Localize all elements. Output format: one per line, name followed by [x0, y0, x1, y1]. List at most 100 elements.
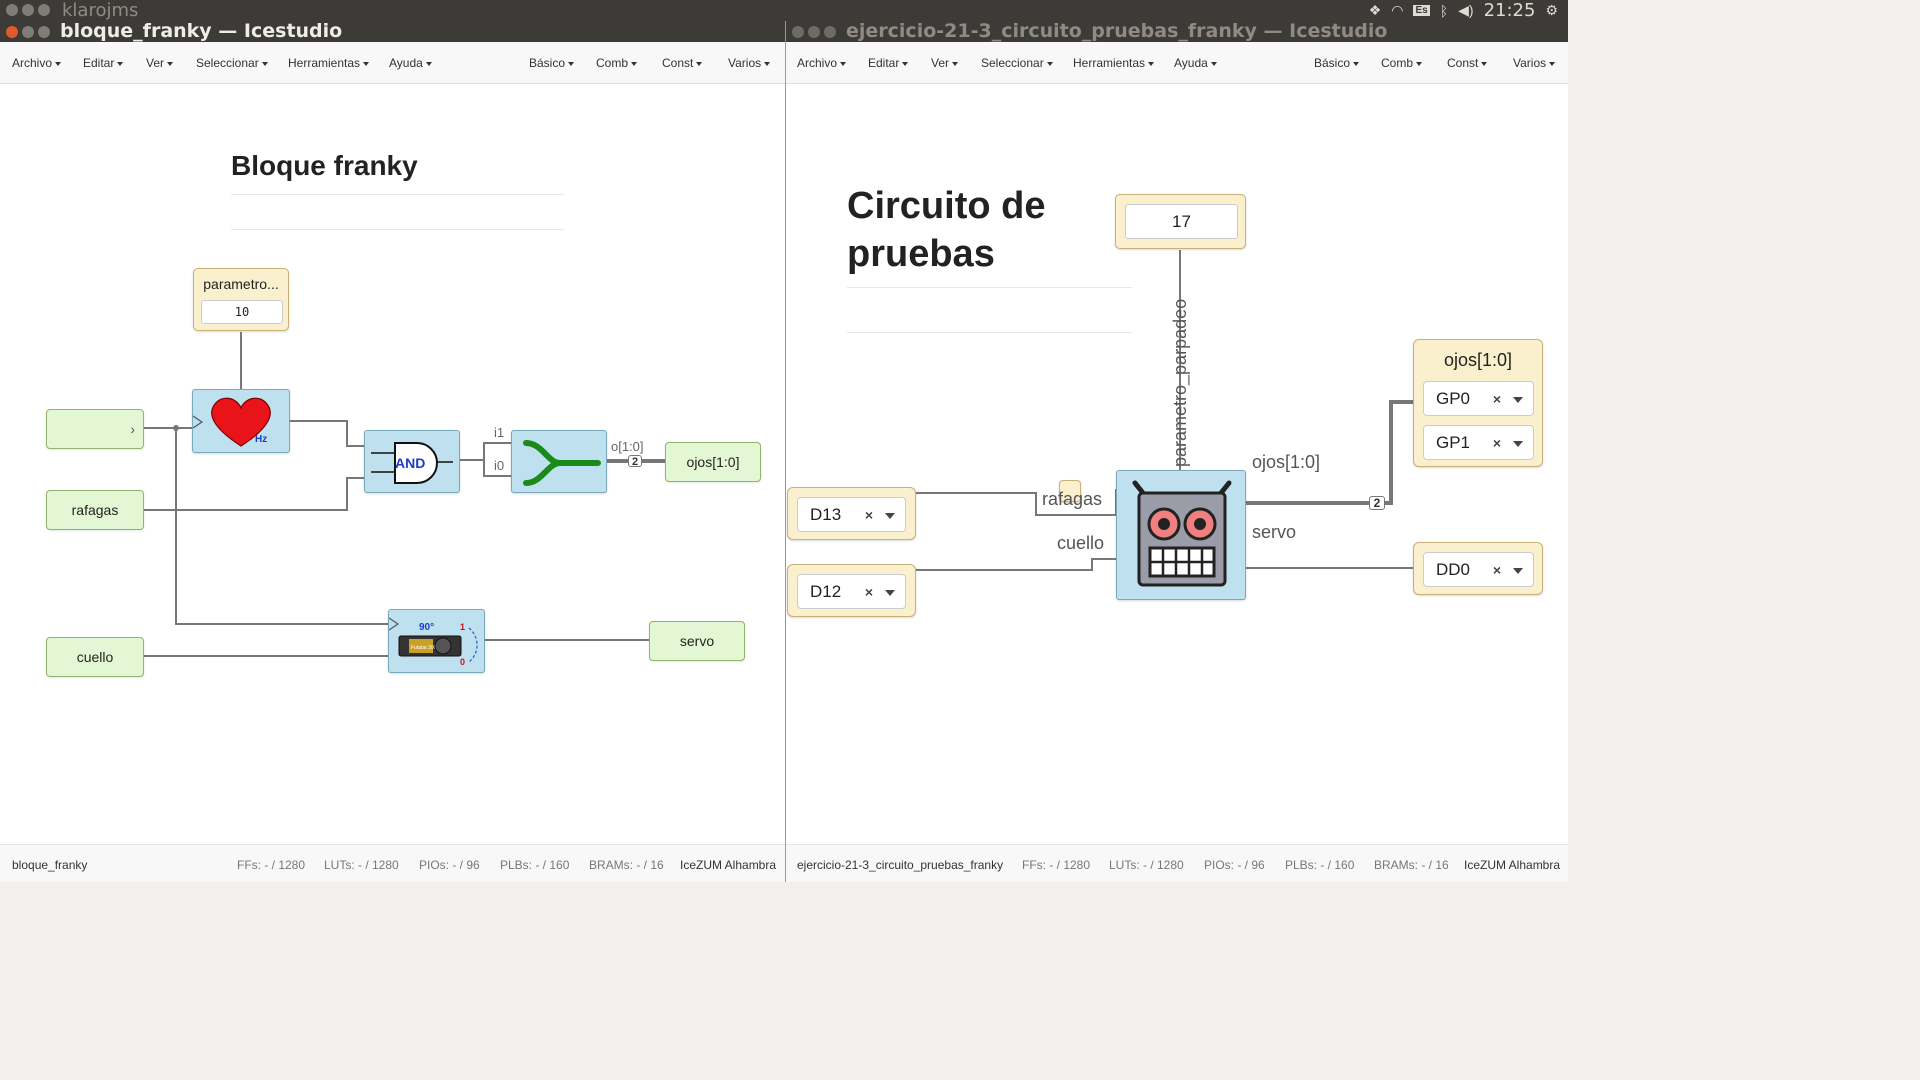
menu-archivo[interactable]: Archivo	[797, 56, 846, 70]
status-board[interactable]: IceZUM Alhambra	[1464, 858, 1561, 872]
pin-select-gp0[interactable]: GP0 ×	[1423, 381, 1534, 416]
menu-const[interactable]: Const	[662, 56, 702, 70]
heart-hz-block[interactable]: Hz	[192, 389, 290, 453]
menu-varios[interactable]: Varios	[1513, 56, 1555, 70]
chevron-down-icon[interactable]	[1513, 567, 1523, 574]
input-clock[interactable]: ›	[46, 409, 144, 449]
menu-const[interactable]: Const	[1447, 56, 1487, 70]
pin-select-value: GP1	[1436, 432, 1471, 452]
param-label: parametro_parpadeo	[1170, 298, 1190, 467]
clear-icon[interactable]: ×	[864, 506, 873, 523]
pin-select-dd0[interactable]: DD0 ×	[1423, 552, 1534, 587]
constant-parametro[interactable]: parametro... 10	[193, 268, 289, 331]
left-window-controls	[6, 26, 50, 38]
clear-icon[interactable]: ×	[1492, 561, 1501, 578]
menu-ver[interactable]: Ver	[146, 56, 173, 70]
menu-editar[interactable]: Editar	[83, 56, 123, 70]
bus-ojos	[1246, 400, 1413, 505]
menu-herramientas[interactable]: Herramientas	[1073, 56, 1154, 70]
status-project-name: bloque_franky	[12, 858, 88, 872]
constant-value-input[interactable]: 10	[201, 300, 283, 324]
right-page-title: Circuito de pruebas	[847, 182, 1045, 278]
constant-value-input[interactable]: 17	[1125, 204, 1238, 239]
input-pin-d13[interactable]: D13 ×	[787, 487, 916, 540]
menu-herramientas[interactable]: Herramientas	[288, 56, 369, 70]
menu-editar[interactable]: Editar	[868, 56, 908, 70]
menu-ayuda[interactable]: Ayuda	[389, 56, 432, 70]
right-window-controls	[792, 26, 836, 38]
wifi-icon[interactable]: ◠	[1391, 2, 1404, 18]
bluetooth-icon[interactable]: ᛒ	[1439, 2, 1449, 19]
menu-seleccionar[interactable]: Seleccionar	[196, 56, 268, 70]
status-pios: PIOs: - / 96	[1204, 858, 1265, 872]
menu-seleccionar[interactable]: Seleccionar	[981, 56, 1053, 70]
status-project-name: ejercicio-21-3_circuito_pruebas_franky	[797, 858, 1004, 872]
title-divider	[231, 229, 564, 230]
close-icon[interactable]	[6, 4, 18, 16]
bus-join-block[interactable]	[511, 430, 607, 493]
right-menubar: Archivo Editar Ver Seleccionar Herramien…	[786, 42, 1568, 84]
status-pios: PIOs: - / 96	[419, 858, 480, 872]
maximize-icon[interactable]	[38, 26, 50, 38]
right-window-titlebar: ejercicio-21-3_circuito_pruebas_franky —…	[786, 21, 1568, 42]
status-board[interactable]: IceZUM Alhambra	[680, 858, 777, 872]
menu-comb[interactable]: Comb	[1381, 56, 1422, 70]
chevron-right-icon: ›	[130, 421, 135, 437]
minimize-icon[interactable]	[22, 4, 34, 16]
constant-parametro-parpadeo[interactable]: 17	[1115, 194, 1246, 249]
port-ojos: ojos[1:0]	[1252, 452, 1321, 472]
join-port-i0: i0	[494, 458, 505, 473]
wire-heart-and	[290, 420, 364, 447]
pin-select-d12[interactable]: D12 ×	[797, 574, 906, 609]
menu-ver[interactable]: Ver	[931, 56, 958, 70]
wire-junction	[173, 425, 179, 431]
output-group-ojos[interactable]: ojos[1:0] GP0 × GP1 ×	[1413, 339, 1543, 467]
servo-block[interactable]: 90° 1 0 Futaba 3003	[388, 609, 485, 673]
maximize-icon[interactable]	[38, 4, 50, 16]
and-gate-block[interactable]: AND	[364, 430, 460, 493]
chevron-down-icon[interactable]	[885, 512, 895, 519]
settings-gear-icon[interactable]: ⚙	[1545, 2, 1558, 18]
dropbox-icon[interactable]: ❖	[1368, 2, 1382, 18]
menu-comb[interactable]: Comb	[596, 56, 637, 70]
menu-ayuda[interactable]: Ayuda	[1174, 56, 1217, 70]
status-luts: LUTs: - / 1280	[324, 858, 399, 872]
minimize-icon[interactable]	[22, 26, 34, 38]
volume-icon[interactable]: ◀)	[1458, 2, 1474, 18]
minimize-icon[interactable]	[808, 26, 820, 38]
input-cuello[interactable]: cuello	[46, 637, 144, 677]
close-icon[interactable]	[792, 26, 804, 38]
keyboard-layout-indicator[interactable]: Es	[1413, 5, 1430, 16]
output-ojos[interactable]: ojos[1:0]	[665, 442, 761, 482]
clear-icon[interactable]: ×	[1492, 434, 1501, 451]
chevron-down-icon[interactable]	[1513, 440, 1523, 447]
pin-select-d13[interactable]: D13 ×	[797, 497, 906, 532]
clock-pin-placeholder[interactable]	[1059, 480, 1081, 502]
desktop-window-controls	[6, 4, 50, 16]
title-divider	[847, 287, 1132, 288]
input-pin-d12[interactable]: D12 ×	[787, 564, 916, 617]
output-pin-dd0[interactable]: DD0 ×	[1413, 542, 1543, 595]
maximize-icon[interactable]	[824, 26, 836, 38]
clock[interactable]: 21:25	[1483, 0, 1536, 21]
right-canvas[interactable]: Circuito de pruebas 17 parametro_parpade…	[786, 84, 1568, 844]
input-rafagas[interactable]: rafagas	[46, 490, 144, 530]
left-canvas[interactable]: Bloque franky parametro... 10 › rafagas …	[0, 84, 785, 844]
close-icon[interactable]	[6, 26, 18, 38]
pin-select-gp1[interactable]: GP1 ×	[1423, 425, 1534, 460]
menu-basico[interactable]: Básico	[1314, 56, 1359, 70]
servo-icon: 90° 1 0 Futaba 3003	[388, 617, 478, 667]
clear-icon[interactable]: ×	[864, 583, 873, 600]
chevron-down-icon[interactable]	[885, 589, 895, 596]
output-servo[interactable]: servo	[649, 621, 745, 661]
servo-angle-label: 90°	[419, 622, 434, 633]
menu-varios[interactable]: Varios	[728, 56, 770, 70]
clear-icon[interactable]: ×	[1492, 390, 1501, 407]
status-ffs: FFs: - / 1280	[1022, 858, 1091, 872]
left-window: bloque_franky — Icestudio Archivo Editar…	[0, 21, 785, 882]
menu-basico[interactable]: Básico	[529, 56, 574, 70]
chevron-down-icon[interactable]	[1513, 396, 1523, 403]
pin-select-value: DD0	[1436, 559, 1471, 579]
franky-robot-block[interactable]	[1116, 470, 1246, 600]
menu-archivo[interactable]: Archivo	[12, 56, 61, 70]
